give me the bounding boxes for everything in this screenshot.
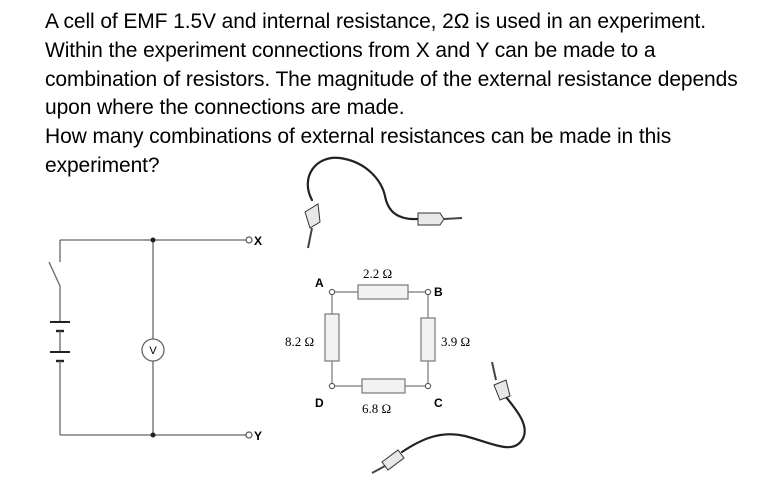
resistor-ab-value: 2.2 Ω — [363, 266, 392, 281]
resistor-da — [324, 313, 340, 362]
terminal-y — [245, 431, 253, 439]
junction-dot-bottom — [150, 432, 156, 438]
node-a-socket — [328, 288, 336, 296]
node-c-socket — [424, 382, 432, 390]
terminal-x-label: X — [254, 234, 262, 248]
junction-dot-top — [150, 237, 156, 243]
node-d-label: D — [315, 396, 324, 410]
node-b-label: B — [434, 285, 443, 299]
voltmeter-label: V — [149, 345, 157, 357]
flying-lead-bottom — [400, 390, 526, 454]
voltmeter — [141, 338, 165, 362]
resistor-network — [324, 284, 436, 394]
resistor-bc-value: 3.9 Ω — [441, 334, 470, 349]
probe-top-left — [304, 203, 321, 249]
flying-lead-top — [306, 156, 420, 221]
node-d-socket — [328, 382, 336, 390]
terminal-y-label: Y — [254, 429, 262, 443]
resistor-ab — [357, 284, 409, 300]
node-a-label: A — [315, 276, 324, 290]
resistor-cd-value: 6.8 Ω — [362, 401, 391, 416]
terminal-x — [245, 236, 253, 244]
node-b-socket — [424, 288, 432, 296]
question-text: A cell of EMF 1.5V and internal resistan… — [45, 8, 760, 181]
resistor-da-value: 8.2 Ω — [285, 334, 314, 349]
probe-bottom-right — [491, 361, 511, 401]
question-paragraph-2: How many combinations of external resist… — [45, 125, 672, 177]
node-c-label: C — [434, 396, 443, 410]
resistor-bc — [420, 317, 436, 362]
resistor-cd — [361, 378, 406, 394]
cell-circuit — [48, 239, 246, 436]
question-paragraph-1: A cell of EMF 1.5V and internal resistan… — [45, 10, 738, 120]
probe-top-right — [417, 212, 463, 226]
switch-blade — [48, 261, 61, 287]
probe-bottom-left — [371, 449, 405, 474]
